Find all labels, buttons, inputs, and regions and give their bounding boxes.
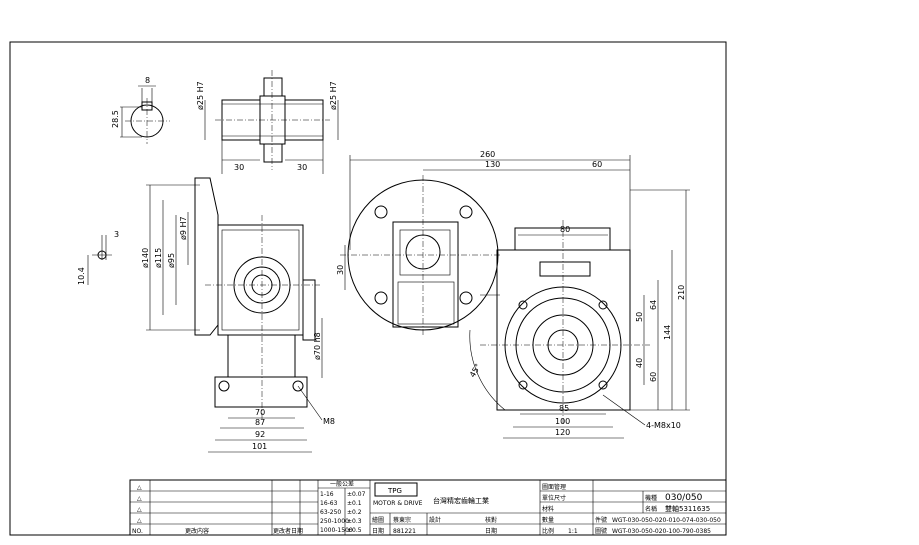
len-right-label: 30 (297, 163, 307, 172)
dim-w87: 87 (255, 418, 265, 427)
design-label: 設計 (429, 516, 441, 524)
name-value: 雙軸5311635 (665, 504, 710, 513)
bore-right-label: ø25 H7 (329, 81, 338, 110)
scale-value: 1:1 (568, 528, 578, 535)
tol-range-4: 250-1000 (320, 518, 349, 525)
dim-w70: 70 (255, 408, 265, 417)
title-block: △ △ △ △ NO. 更改内容 更改者日期 一般公差 1-16 ±0.07 1… (129, 479, 727, 536)
rev-col-author: 更改者日期 (273, 527, 303, 535)
model-label: 機種 (645, 494, 657, 502)
key-width-label: 8 (145, 76, 150, 85)
check-label: 核對 (485, 516, 497, 524)
dim-key3: 3 (114, 230, 119, 239)
logo-subtitle: MOTOR & DRIVE (373, 500, 423, 507)
shaft-section-view: 8 28.5 (111, 76, 170, 144)
tol-range-1: 1-16 (320, 491, 334, 498)
dim-w60: 60 (592, 160, 602, 169)
dim-h64: 64 (649, 300, 658, 310)
scale-label: 比例 (542, 527, 554, 535)
drawing-no-label: 圖號 (595, 527, 607, 535)
dim-d70: ø70 h8 (313, 332, 322, 360)
rev-mark-3: △ (137, 506, 142, 513)
flange-view: 30 (336, 175, 500, 335)
tol-val-2: ±0.1 (347, 500, 362, 507)
dim-d95: ø95 (167, 253, 176, 268)
dim-d115: ø115 (154, 248, 163, 268)
tol-val-4: ±0.3 (347, 518, 362, 525)
dim-h210: 210 (677, 285, 686, 300)
dim-w80: 80 (560, 225, 570, 234)
tol-header: 一般公差 (330, 480, 354, 488)
qty-label: 數量 (542, 516, 554, 524)
dim-10-4: 10.4 (77, 267, 86, 285)
rev-mark-1: △ (137, 484, 142, 491)
dim-w100: 100 (555, 417, 570, 426)
material-label: 材料 (542, 505, 554, 513)
rev-mark-4: △ (137, 517, 142, 524)
section-height-label: 28.5 (111, 110, 120, 128)
tol-range-2: 16-63 (320, 500, 338, 507)
tol-val-1: ±0.07 (347, 491, 366, 498)
rev-col-content: 更改内容 (185, 527, 209, 535)
company-name: 台灣精宏齒輪工業 (433, 496, 489, 505)
dim-h30: 30 (336, 265, 345, 275)
dim-w101: 101 (252, 442, 267, 451)
part-label: 件號 (595, 516, 607, 524)
date-value: 881221 (393, 528, 416, 535)
company-logo (374, 482, 418, 497)
drawn-value: 蔡東宗 (393, 516, 411, 524)
shaft-side-view: ø25 H7 ø25 H7 30 30 (196, 70, 339, 174)
drawn-label: 繪圖 (372, 516, 384, 524)
dim-h40: 40 (635, 358, 644, 368)
dim-w92: 92 (255, 430, 265, 439)
bore-left-label: ø25 H7 (196, 81, 205, 110)
bolt-m8-label: M8 (323, 417, 335, 426)
dim-h60: 60 (649, 372, 658, 382)
len-left-label: 30 (234, 163, 244, 172)
model-value: 030/050 (665, 493, 703, 503)
tol-val-5: ±0.5 (347, 527, 362, 534)
dim-w260: 260 (480, 150, 495, 159)
gearbox-front-view: 260 130 60 80 210 144 64 50 40 60 45° 85… (349, 150, 690, 439)
mgmt-label: 圖面管理 (542, 483, 566, 491)
logo-text: TPG (387, 487, 402, 495)
drawing-no-value: WGT-030-050-020-100-790-0385 (612, 528, 711, 535)
rev-col-no: NO. (132, 528, 143, 535)
date2-label: 日期 (485, 527, 497, 535)
name-label: 名稱 (645, 505, 657, 513)
tol-range-3: 63-250 (320, 509, 341, 516)
tol-val-3: ±0.2 (347, 509, 362, 516)
date-label: 日期 (372, 527, 384, 535)
part-value: WGT-030-050-020-010-074-030-050 (612, 517, 721, 524)
dim-w120: 120 (555, 428, 570, 437)
dim-w85: 85 (559, 404, 569, 413)
dim-d140: ø140 (141, 248, 150, 268)
holes-label: 4-M8x10 (646, 421, 681, 430)
dim-angle: 45° (468, 362, 483, 379)
side-view: ø140 ø115 ø95 ø9 H7 3 10.4 ø70 h8 70 87 … (77, 177, 335, 453)
dim-d9: ø9 H7 (179, 216, 188, 240)
dim-h144: 144 (663, 325, 672, 340)
dim-w130: 130 (485, 160, 500, 169)
unit-label: 單位尺寸 (542, 494, 566, 502)
dim-h50: 50 (635, 312, 644, 322)
tol-range-5: 1000-1500 (320, 527, 353, 534)
rev-mark-2: △ (137, 495, 142, 502)
